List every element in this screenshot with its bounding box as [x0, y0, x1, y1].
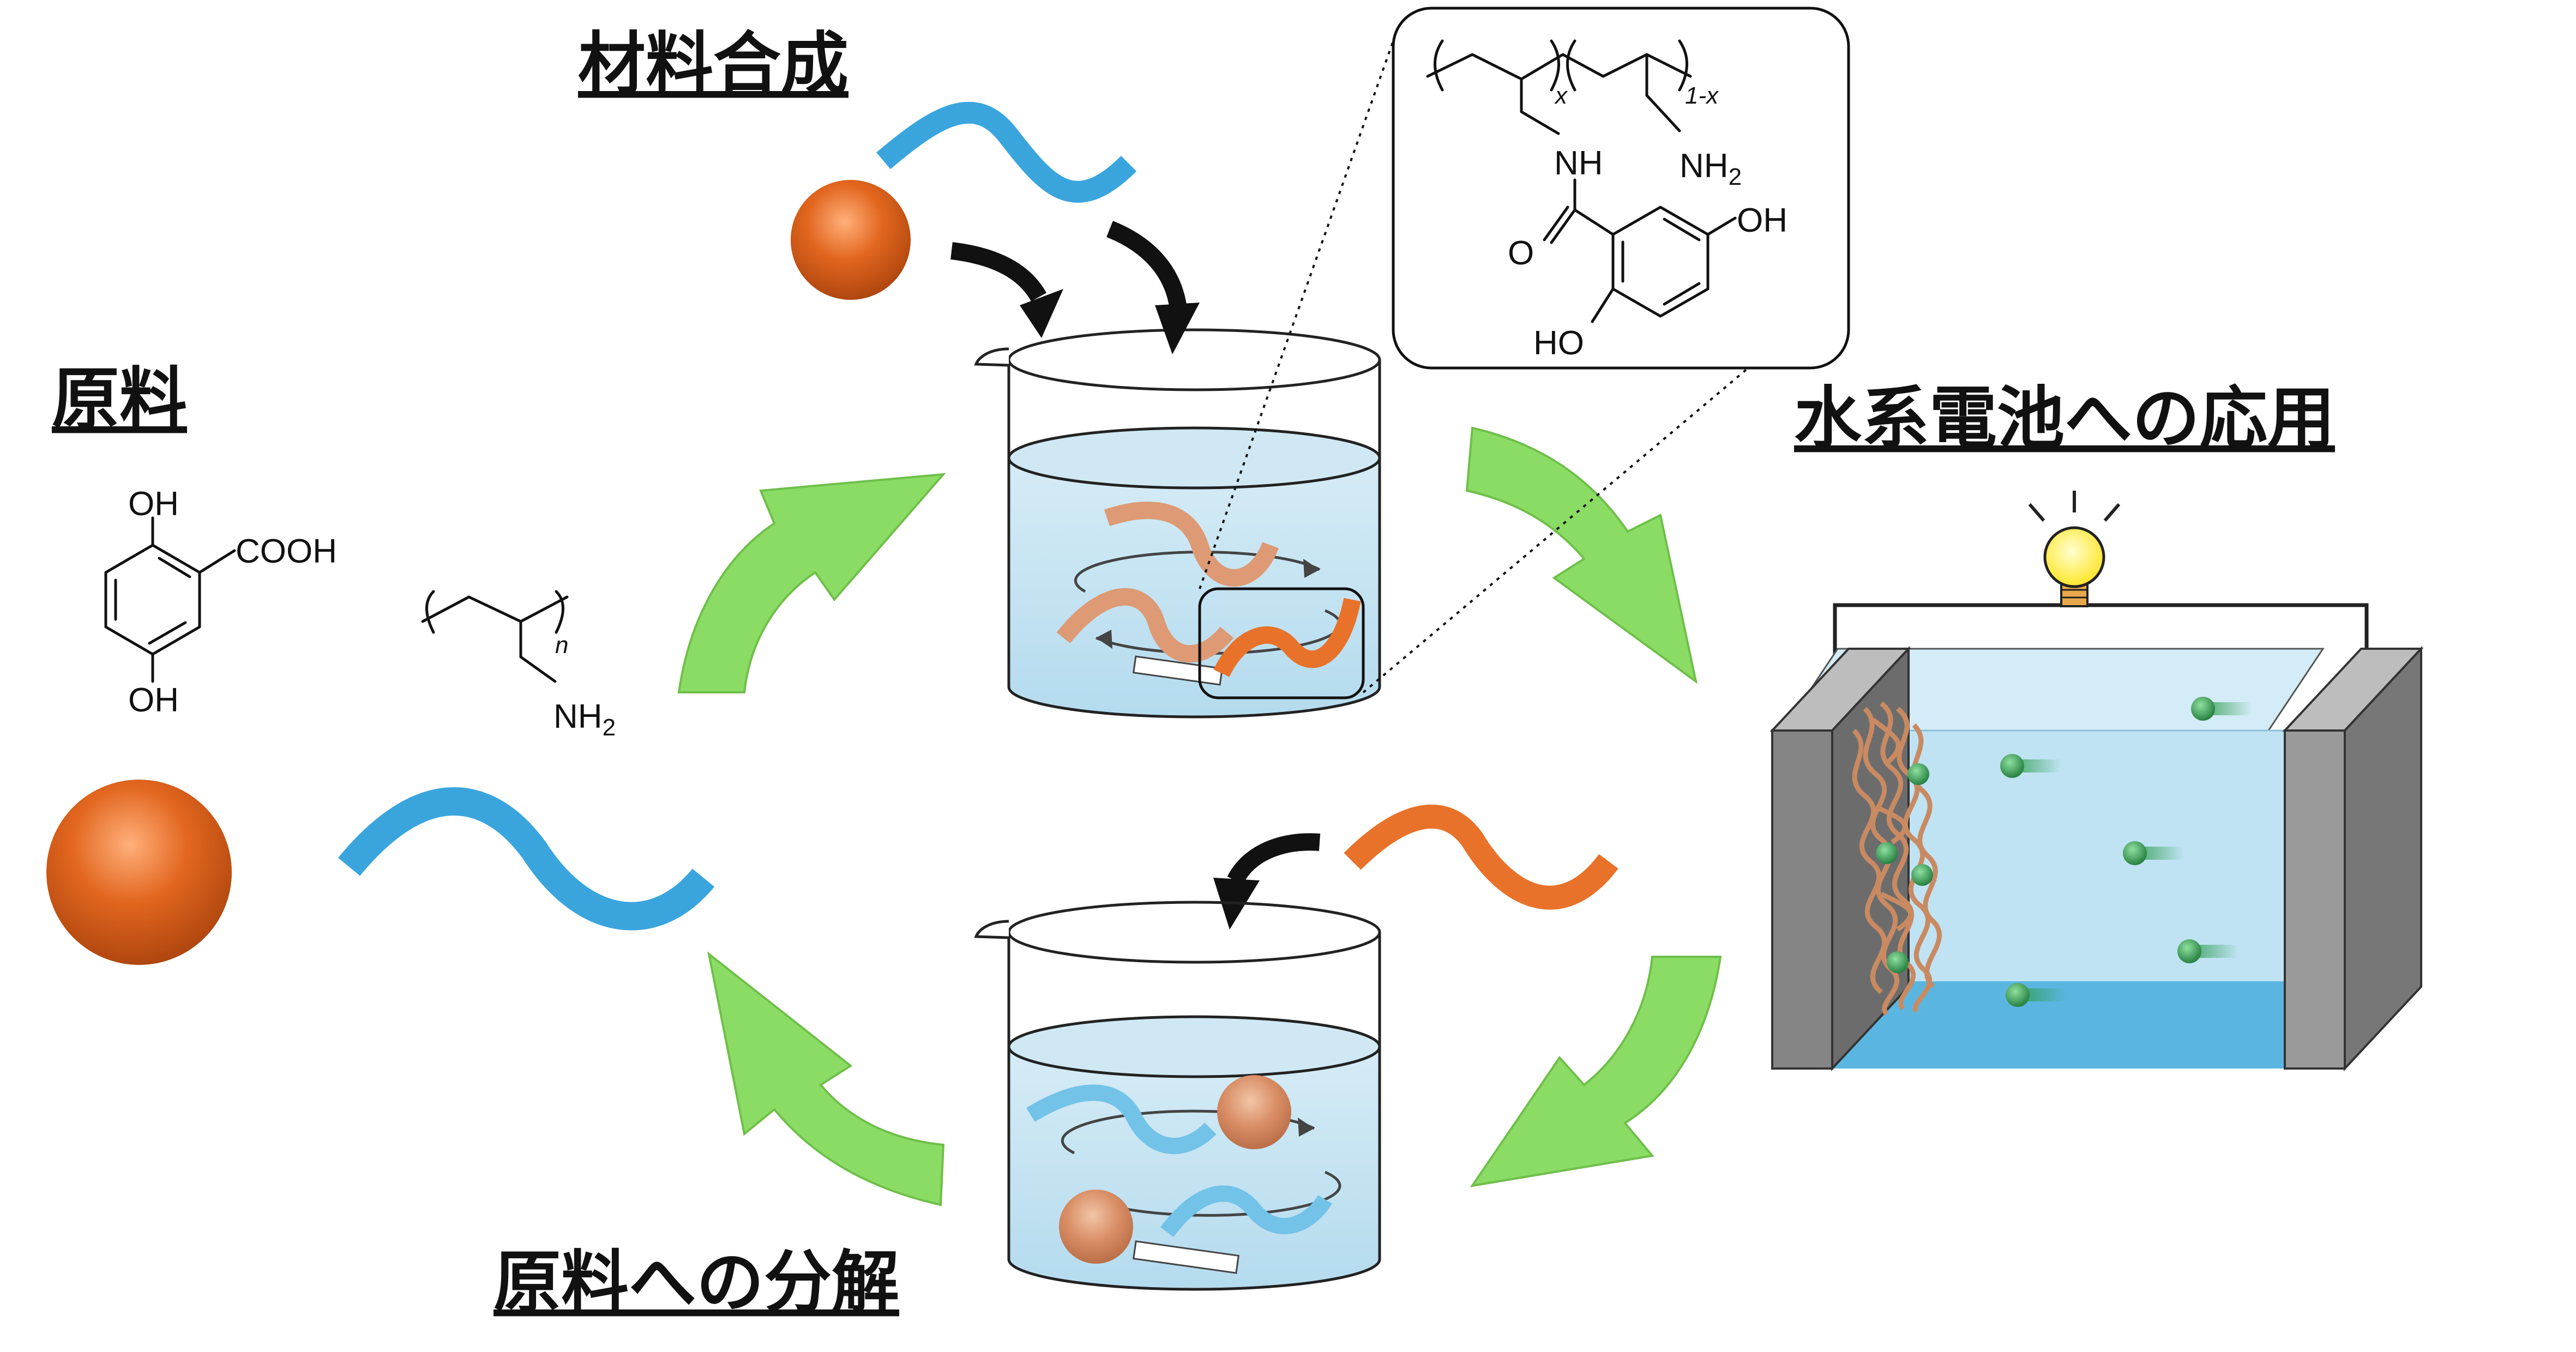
black-arrow-polymer-to-beaker [1106, 221, 1200, 354]
title-decomposition: 原料への分解 [493, 1244, 899, 1322]
cycle-arrow-to-decomposition [1470, 956, 1722, 1187]
cooh-label: COOH [236, 533, 337, 570]
gentisic-acid-structure: OH COOH OH [104, 485, 337, 719]
zoom-line-left [1199, 40, 1394, 589]
cycle-arrow-to-raw-materials [707, 951, 945, 1206]
title-raw-materials: 原料 [52, 360, 187, 439]
light-bulb-icon [2028, 491, 2121, 607]
x-subscript-label: x [1554, 82, 1568, 109]
raw-polymer-strand-icon [338, 787, 715, 931]
decomposition-polymer-strand-icon [1344, 804, 1618, 910]
amine-nh2-label: NH2 [1680, 147, 1742, 190]
decomposition-beaker [974, 901, 1381, 1291]
black-arrow-sphere-to-beaker [950, 242, 1063, 338]
title-synthesis: 材料合成 [578, 25, 848, 104]
external-circuit-wire [1833, 603, 2369, 668]
title-application: 水系電池への応用 [1794, 379, 2335, 458]
raw-molecule-sphere-icon [46, 780, 232, 965]
oh-top-label: OH [128, 485, 179, 523]
repeat-n-label: n [555, 632, 568, 659]
black-arrow-to-decomposition-beaker [1213, 833, 1321, 930]
synthesis-beaker [974, 328, 1381, 719]
cycle-arrow-to-battery [1465, 426, 1698, 684]
oh-bottom-label: OH [128, 681, 179, 719]
ring-oh-right-label: OH [1737, 202, 1787, 239]
nh2-label: NH2 [553, 698, 616, 741]
zoom-line-right [1362, 282, 1850, 693]
aqueous-battery [1770, 491, 2424, 1072]
cycle-arrow-to-synthesis [677, 473, 946, 693]
ion-particles [1876, 697, 2252, 1007]
synthesis-polymer-strand-icon [876, 101, 1137, 203]
one-minus-x-subscript-label: 1-x [1685, 82, 1719, 109]
copolymer-structure-box: x 1-x NH O OH HO NH2 [1392, 7, 1850, 370]
carbonyl-o-label: O [1508, 234, 1534, 272]
synthesis-sphere-icon [791, 180, 911, 300]
amide-nh-label: NH [1554, 144, 1603, 182]
ring-oh-bottom-label: HO [1533, 324, 1584, 362]
polyallylamine-structure: n NH2 [421, 590, 616, 741]
